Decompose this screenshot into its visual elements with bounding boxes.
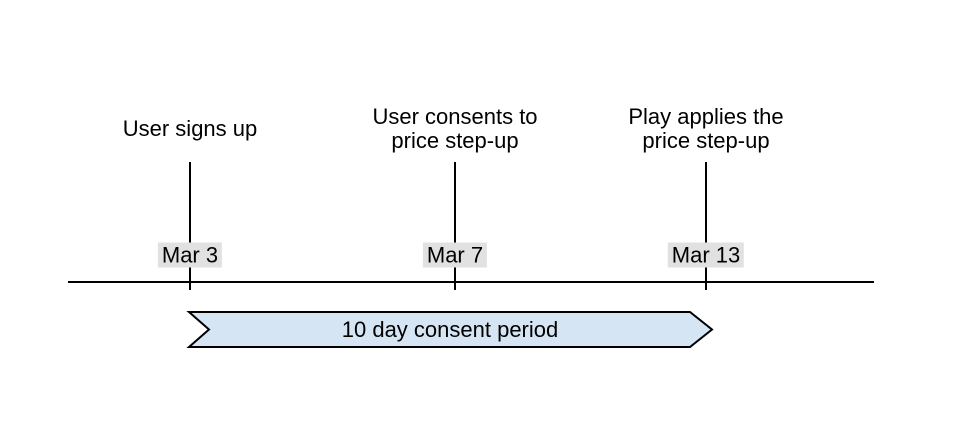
event-label: Play applies the price step-up — [628, 104, 784, 153]
event-date-badge: Mar 13 — [667, 242, 745, 268]
chevron-ribbon-shape — [186, 311, 714, 348]
event-date-badge: Mar 7 — [422, 242, 488, 268]
event-tick — [705, 162, 707, 290]
event-tick — [454, 162, 456, 290]
event-label: User signs up — [122, 116, 258, 141]
event-date-badge: Mar 3 — [157, 242, 223, 268]
event-tick — [189, 162, 191, 290]
consent-period-label: 10 day consent period — [341, 317, 559, 342]
consent-period-banner — [186, 311, 714, 348]
event-label: User consents to price step-up — [372, 104, 538, 153]
timeline-axis — [68, 281, 874, 283]
